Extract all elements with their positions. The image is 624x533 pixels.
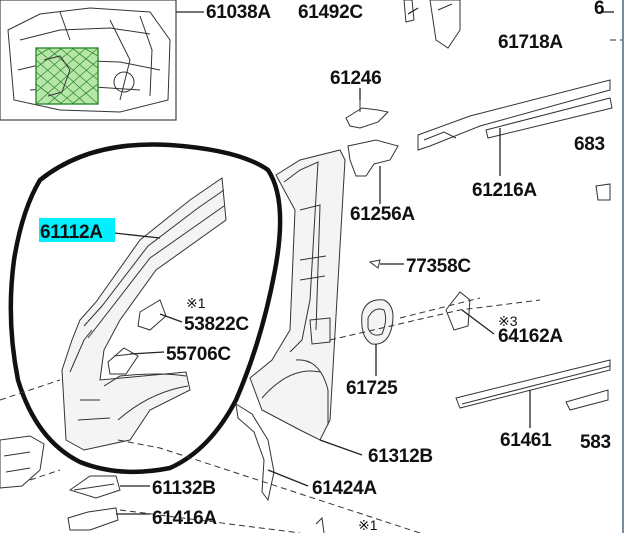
callout-6-edge[interactable]: 6: [594, 0, 605, 19]
quarter-panel-drawing: [249, 149, 346, 441]
callout-53822C[interactable]: 53822C: [184, 314, 250, 335]
callout-55706C[interactable]: 55706C: [166, 344, 232, 365]
callout-61461[interactable]: 61461: [500, 430, 552, 451]
callout-583[interactable]: 583: [580, 432, 611, 453]
bottom-parts: [0, 403, 325, 533]
callout-77358C[interactable]: 77358C: [406, 256, 472, 277]
window-border: [622, 0, 624, 533]
selection-loop: [8, 142, 283, 475]
callout-64162A[interactable]: 64162A: [498, 326, 564, 347]
callout-labels: 61038A 61492C 6 61718A 61246 683 61216A …: [39, 0, 611, 533]
callout-61725[interactable]: 61725: [346, 378, 398, 399]
note-1-bottom: ※1: [358, 517, 378, 533]
callout-61038A[interactable]: 61038A: [206, 2, 272, 23]
callout-61112A[interactable]: 61112A: [40, 222, 104, 243]
callout-61256A[interactable]: 61256A: [350, 204, 416, 225]
leader-lines: [113, 7, 614, 515]
callout-61718A[interactable]: 61718A: [498, 32, 564, 53]
callout-683[interactable]: 683: [574, 134, 605, 155]
top-right-parts: [345, 0, 613, 201]
right-side-parts: [361, 259, 611, 411]
callout-61492C[interactable]: 61492C: [298, 2, 364, 23]
callout-61216A[interactable]: 61216A: [472, 180, 538, 201]
door-frame-drawing: [61, 177, 227, 451]
overview-thumbnail[interactable]: [0, 0, 177, 121]
callout-61132B[interactable]: 61132B: [152, 478, 216, 499]
thumbnail-highlight-region: [35, 47, 99, 105]
callout-61246[interactable]: 61246: [330, 68, 382, 89]
callout-61424A[interactable]: 61424A: [312, 478, 378, 499]
callout-61112A-highlight: [39, 218, 115, 242]
callout-61416A[interactable]: 61416A: [152, 508, 218, 529]
callout-61312B[interactable]: 61312B: [368, 446, 433, 467]
note-1-top: ※1: [186, 295, 206, 311]
note-3: ※3: [498, 313, 518, 329]
